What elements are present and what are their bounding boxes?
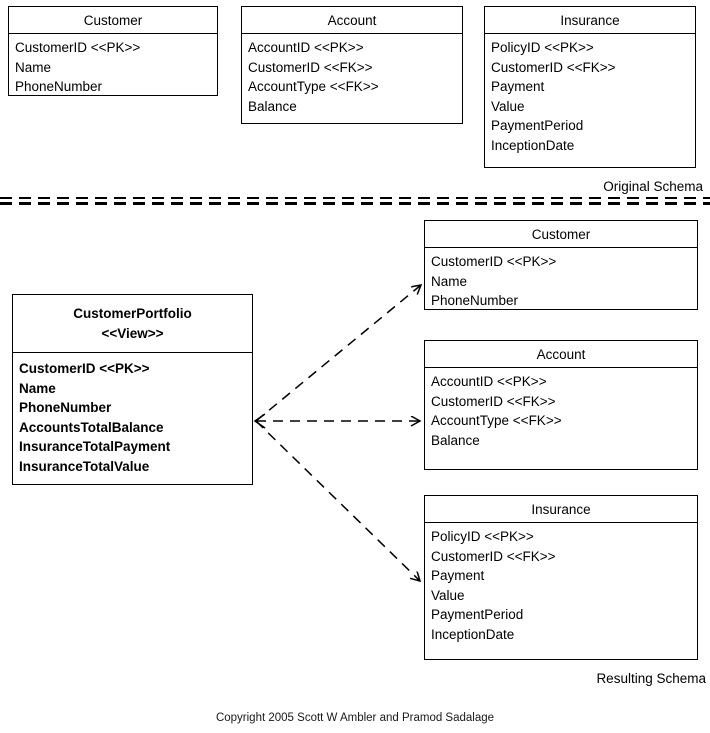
attribute-row: CustomerID <<FK>> xyxy=(431,548,556,564)
entity-customer-resulting: Customer CustomerID <<PK>> Name PhoneNum… xyxy=(424,220,698,310)
attribute-row: InsuranceTotalPayment xyxy=(19,439,171,454)
attribute-row: Value xyxy=(491,98,525,114)
attribute-row: AccountID <<PK>> xyxy=(248,40,364,55)
entity-title: Insurance xyxy=(425,496,697,523)
attribute-row: Name xyxy=(431,273,468,289)
attribute-list: CustomerID <<PK>> Name PhoneNumber xyxy=(425,248,697,311)
entity-title: CustomerPortfolio <<View>> xyxy=(13,295,252,353)
schema-divider-line xyxy=(0,202,710,205)
entity-title: Customer xyxy=(425,221,697,248)
entity-insurance-original: Insurance PolicyID <<PK>> CustomerID <<F… xyxy=(484,6,696,168)
attribute-row: PhoneNumber xyxy=(19,400,112,415)
entity-title: Account xyxy=(242,7,462,34)
attribute-row: AccountType <<FK>> xyxy=(431,413,562,428)
entity-customer-portfolio-view: CustomerPortfolio <<View>> CustomerID <<… xyxy=(12,294,253,485)
entity-title: Customer xyxy=(9,7,217,34)
attribute-row: Payment xyxy=(491,79,545,94)
entity-account-original: Account AccountID <<PK>> CustomerID <<FK… xyxy=(241,6,463,124)
arrow-view-to-customer xyxy=(255,285,421,422)
attribute-row: InceptionDate xyxy=(491,137,575,153)
attribute-row: PolicyID <<PK>> xyxy=(491,40,594,55)
resulting-schema-label: Resulting Schema xyxy=(596,671,706,686)
attribute-row: PaymentPeriod xyxy=(431,607,524,622)
attribute-list: PolicyID <<PK>> CustomerID <<FK>> Paymen… xyxy=(485,34,695,155)
attribute-row: CustomerID <<FK>> xyxy=(491,59,616,75)
attribute-row: InceptionDate xyxy=(431,626,515,642)
attribute-row: AccountsTotalBalance xyxy=(19,419,164,435)
entity-insurance-resulting: Insurance PolicyID <<PK>> CustomerID <<F… xyxy=(424,495,698,660)
attribute-row: Balance xyxy=(431,432,480,448)
attribute-list: CustomerID <<PK>> Name PhoneNumber xyxy=(9,34,217,97)
entity-title: Insurance xyxy=(485,7,695,34)
arrow-view-to-insurance xyxy=(255,420,420,581)
arrowhead-into-view xyxy=(253,413,266,429)
attribute-row: PhoneNumber xyxy=(15,79,103,94)
attribute-row: CustomerID <<FK>> xyxy=(431,393,556,409)
attribute-row: PaymentPeriod xyxy=(491,118,584,133)
attribute-row: AccountType <<FK>> xyxy=(248,79,379,94)
attribute-row: CustomerID <<PK>> xyxy=(431,254,557,269)
original-schema-label: Original Schema xyxy=(603,179,703,194)
attribute-row: Balance xyxy=(248,98,297,114)
attribute-list: AccountID <<PK>> CustomerID <<FK>> Accou… xyxy=(425,368,697,450)
attribute-row: CustomerID <<FK>> xyxy=(248,59,373,75)
view-stereotype: <<View>> xyxy=(101,325,164,341)
entity-title: Account xyxy=(425,341,697,368)
attribute-row: PhoneNumber xyxy=(431,293,519,308)
attribute-row: InsuranceTotalValue xyxy=(19,458,150,474)
entity-account-resulting: Account AccountID <<PK>> CustomerID <<FK… xyxy=(424,340,698,470)
attribute-row: Name xyxy=(15,59,52,75)
attribute-row: Value xyxy=(431,587,465,603)
schema-divider-line xyxy=(0,197,710,199)
attribute-row: Payment xyxy=(431,568,485,583)
attribute-list: CustomerID <<PK>> Name PhoneNumber Accou… xyxy=(13,353,252,476)
attribute-row: Name xyxy=(19,380,56,396)
attribute-row: CustomerID <<PK>> xyxy=(19,361,150,376)
attribute-row: CustomerID <<PK>> xyxy=(15,40,141,55)
copyright-text: Copyright 2005 Scott W Ambler and Pramod… xyxy=(215,712,495,724)
attribute-list: AccountID <<PK>> CustomerID <<FK>> Accou… xyxy=(242,34,462,116)
attribute-row: PolicyID <<PK>> xyxy=(431,529,534,544)
attribute-row: AccountID <<PK>> xyxy=(431,374,547,389)
attribute-list: PolicyID <<PK>> CustomerID <<FK>> Paymen… xyxy=(425,523,697,644)
entity-customer-original: Customer CustomerID <<PK>> Name PhoneNum… xyxy=(8,6,218,96)
view-name: CustomerPortfolio xyxy=(73,305,192,321)
